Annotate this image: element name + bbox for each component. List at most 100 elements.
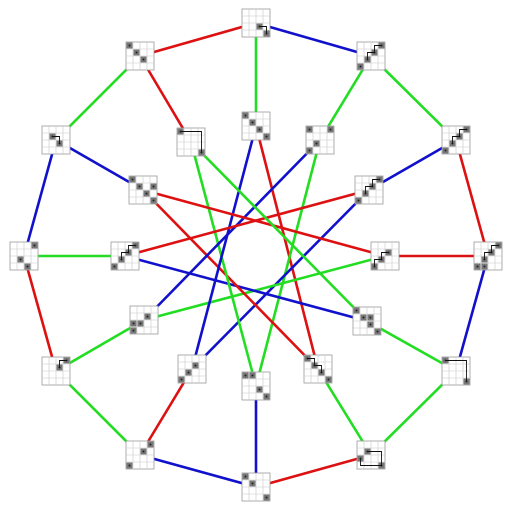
inner-star-edge (254, 124, 320, 371)
graph-node-inner (110, 241, 140, 271)
tile-dot (258, 388, 261, 391)
tile-dot (146, 315, 149, 318)
tile-path (52, 136, 60, 144)
graph-node-outer (241, 8, 271, 38)
tile-dot (476, 265, 479, 268)
graph-node-inner (370, 241, 400, 271)
graph-node-inner (305, 125, 335, 155)
tile-dot (308, 128, 311, 131)
inner-star-edge (123, 254, 369, 323)
tile-path (121, 245, 136, 260)
tile-dot (265, 496, 268, 499)
spoke-edge (367, 138, 458, 192)
inner-star-edge (189, 140, 369, 323)
tile-dot (251, 374, 254, 377)
edge-layer (22, 21, 490, 489)
tile-dot (138, 185, 141, 188)
graph-node-inner (354, 175, 384, 205)
spoke-edge (54, 138, 145, 192)
tile-dot (187, 371, 190, 374)
tile-dot (362, 316, 365, 319)
graph-node-outer (41, 125, 71, 155)
graph-node-outer (9, 241, 39, 271)
inner-star-edge (190, 124, 258, 371)
inner-star-edge (190, 188, 371, 371)
tile-dot (308, 149, 311, 152)
outer-ring-edge (138, 21, 258, 58)
tile-dot (444, 149, 447, 152)
tile-dot (152, 185, 155, 188)
tile-path (307, 358, 322, 373)
tile-dot (251, 482, 254, 485)
outer-ring-edge (254, 21, 373, 58)
inner-star-edge (141, 188, 387, 258)
graph-node-outer (125, 41, 155, 71)
tile-dot (244, 374, 247, 377)
spoke-edge (365, 319, 458, 373)
tile-path (360, 451, 382, 466)
tile-path (374, 252, 389, 267)
graph-node-outer (356, 41, 386, 71)
tile-path (484, 245, 499, 260)
graph-node-outer (125, 440, 155, 470)
tile-dot (244, 114, 247, 117)
tile-dot (369, 316, 372, 319)
tile-dot (113, 265, 116, 268)
tile-dot (194, 364, 197, 367)
graph-node-outer (473, 241, 503, 271)
tile-path (367, 45, 382, 60)
tile-path (59, 360, 67, 368)
tile-dot (265, 395, 268, 398)
graph-node-outer (441, 125, 471, 155)
graph-node-outer (441, 356, 471, 386)
tile-dot (139, 322, 142, 325)
graph-node-inner (241, 371, 271, 401)
inner-star-edge (141, 188, 320, 371)
tile-dot (131, 178, 134, 181)
graph-node-inner (241, 111, 271, 141)
outer-ring-edge (454, 138, 490, 258)
tile-dot (33, 244, 36, 247)
tile-dot (128, 464, 131, 467)
tile-dot (327, 378, 330, 381)
inner-star-edge (123, 188, 371, 258)
tile-dot (355, 309, 358, 312)
tile-dot (376, 330, 379, 333)
graph-node-inner (176, 127, 206, 157)
tile-dot (135, 51, 138, 54)
outer-ring-edge (254, 453, 373, 489)
tile-dot (142, 450, 145, 453)
graph-node-inner (129, 305, 159, 335)
graph-node-outer (41, 356, 71, 386)
tile-dot (152, 199, 155, 202)
tile-dot (251, 121, 254, 124)
tile-dot (369, 323, 372, 326)
tile-dot (315, 142, 318, 145)
outer-ring-edge (22, 138, 58, 258)
inner-star-edge (254, 138, 322, 388)
inner-star-edge (142, 254, 387, 322)
tile-dot (359, 65, 362, 68)
tile-dot (483, 265, 486, 268)
tile-dot (265, 135, 268, 138)
tile-dot (149, 443, 152, 446)
tile-dot (142, 58, 145, 61)
outer-ring-edge (138, 453, 258, 489)
tile-path (259, 26, 267, 34)
tile-path (452, 129, 467, 144)
node-layer (9, 8, 503, 502)
graph-node-outer (356, 440, 386, 470)
tile-dot (26, 265, 29, 268)
tile-dot (145, 192, 148, 195)
tile-path (445, 360, 467, 382)
tile-path (180, 131, 202, 153)
tile-dot (357, 199, 360, 202)
spoke-edge (54, 318, 146, 373)
graph-node-inner (352, 306, 382, 336)
outer-ring-edge (454, 254, 490, 373)
tile-dot (19, 258, 22, 261)
tile-dot (180, 378, 183, 381)
tile-dot (128, 44, 131, 47)
tile-path (365, 179, 380, 194)
